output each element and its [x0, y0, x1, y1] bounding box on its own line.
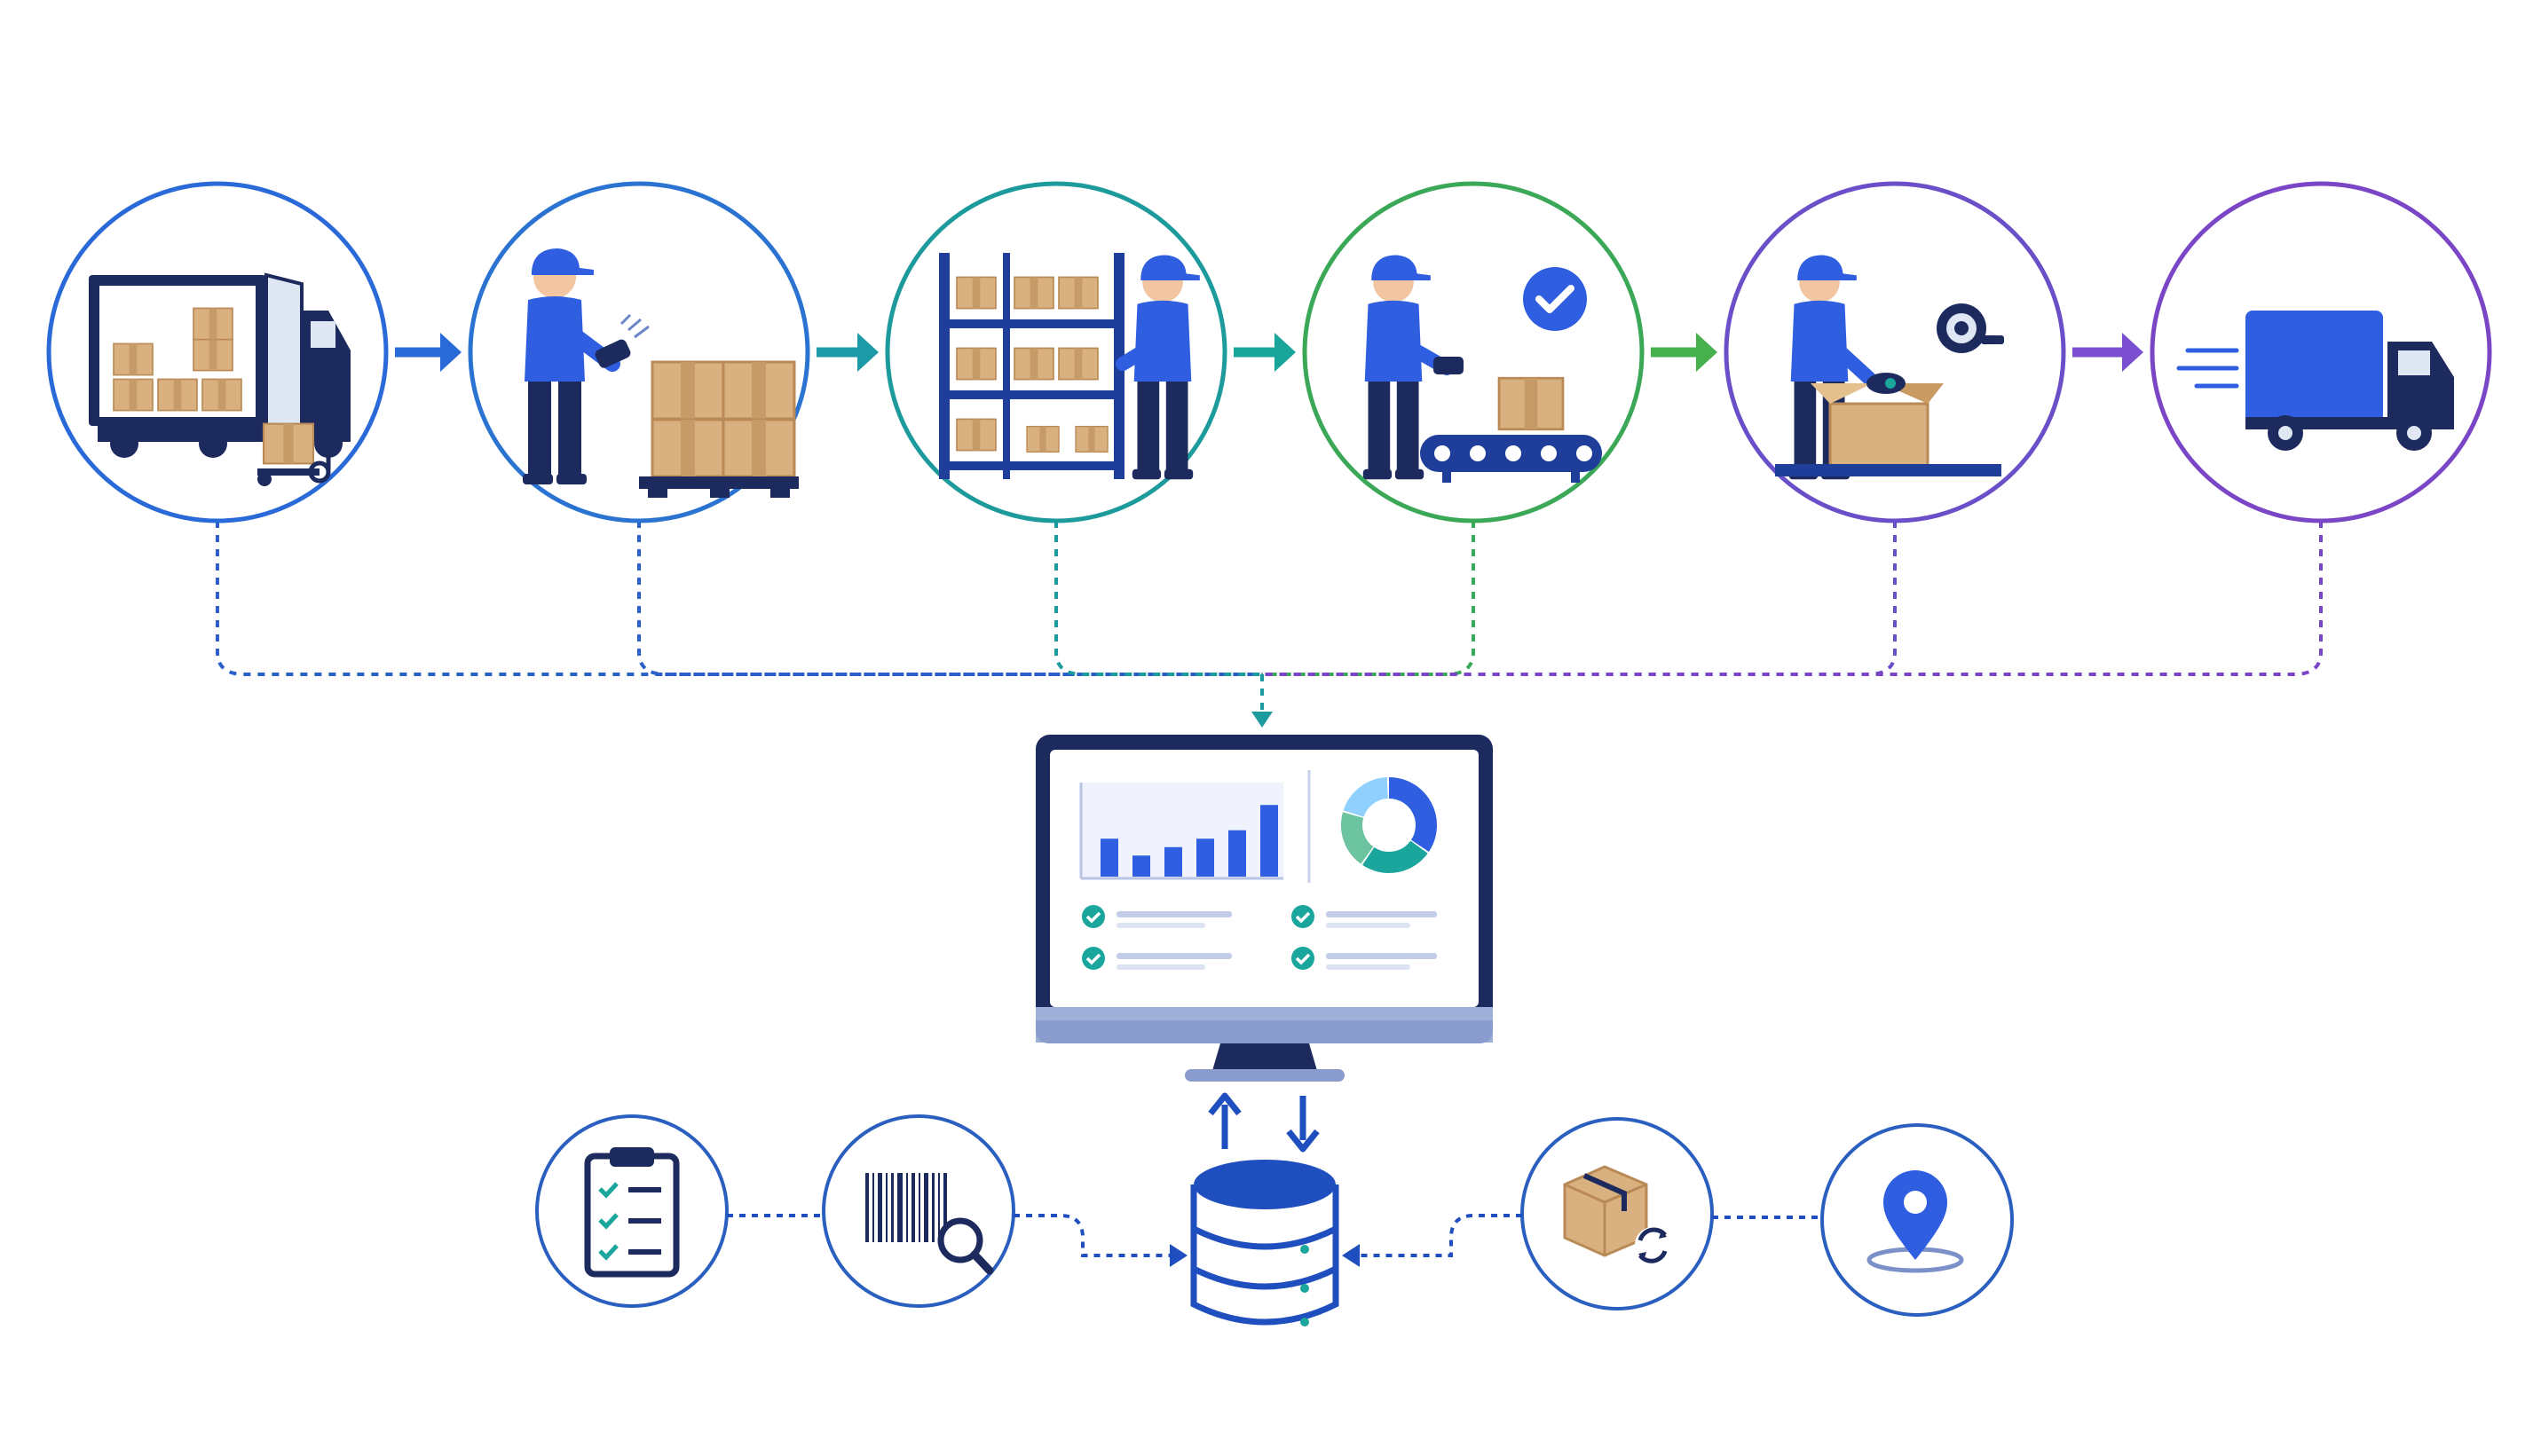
warehouse-shelf-icon [939, 253, 1200, 480]
step-ring-scanning [468, 181, 810, 523]
connector-packing [1262, 521, 1897, 676]
computer-monitor-icon [1036, 735, 1493, 1082]
package-sync-icon [1563, 1165, 1670, 1263]
packing-station-icon [1775, 255, 2004, 480]
dashboard-bar [1196, 838, 1214, 877]
dashed-connectors [216, 521, 2323, 728]
donut-slice [1341, 812, 1374, 864]
clipboard-checklist-icon [584, 1147, 680, 1278]
step-ring-packing [1724, 181, 2066, 523]
connector-arrowhead [1251, 712, 1273, 728]
worker-barcode-scanner-icon [523, 248, 799, 498]
conveyor-verification-icon [1362, 255, 1602, 483]
step-arrow-1 [395, 333, 462, 372]
dashboard-bar [1132, 855, 1150, 877]
donut-slice [1388, 777, 1437, 852]
shipping-truck-icon [2176, 311, 2454, 451]
delivery-truck-unloading-icon [89, 272, 351, 486]
dashboard-bar [1164, 846, 1182, 877]
database-icon [1190, 1160, 1339, 1326]
step-ring-quality-check [1302, 181, 1645, 523]
step-ring-storage [885, 181, 1227, 523]
step-ring-receiving [46, 181, 389, 523]
sync-arrows-icon [1208, 1092, 1320, 1153]
connector-quality-check [1262, 521, 1475, 676]
dashboard-bar [1260, 805, 1278, 877]
location-pin-icon [1866, 1170, 1964, 1273]
donut-slice [1343, 777, 1389, 818]
process-step-rings [46, 181, 2492, 523]
step-arrow-3 [1234, 333, 1296, 372]
donut-slice [1362, 840, 1428, 873]
checkmark-badge-icon [1523, 267, 1587, 331]
barcode-search-icon [865, 1173, 994, 1275]
step-ring-shipping [2150, 181, 2492, 523]
dashboard-checklist [1082, 905, 1437, 970]
connector-scanning [637, 521, 1262, 676]
dashboard-bar [1228, 830, 1246, 877]
link-sync-database [1358, 1214, 1522, 1257]
step-arrow-4 [1651, 333, 1717, 372]
dashboard-bar-chart [1079, 783, 1283, 880]
step-arrow-2 [817, 333, 879, 372]
process-step-arrows [395, 333, 2143, 372]
link-barcode-database [1014, 1214, 1172, 1257]
connector-receiving [216, 521, 1262, 676]
dashboard-bar [1101, 838, 1118, 877]
dashboard-donut-chart [1341, 777, 1437, 873]
step-arrow-5 [2072, 333, 2143, 372]
connector-storage [1054, 521, 1262, 676]
connector-shipping [1262, 521, 2323, 676]
